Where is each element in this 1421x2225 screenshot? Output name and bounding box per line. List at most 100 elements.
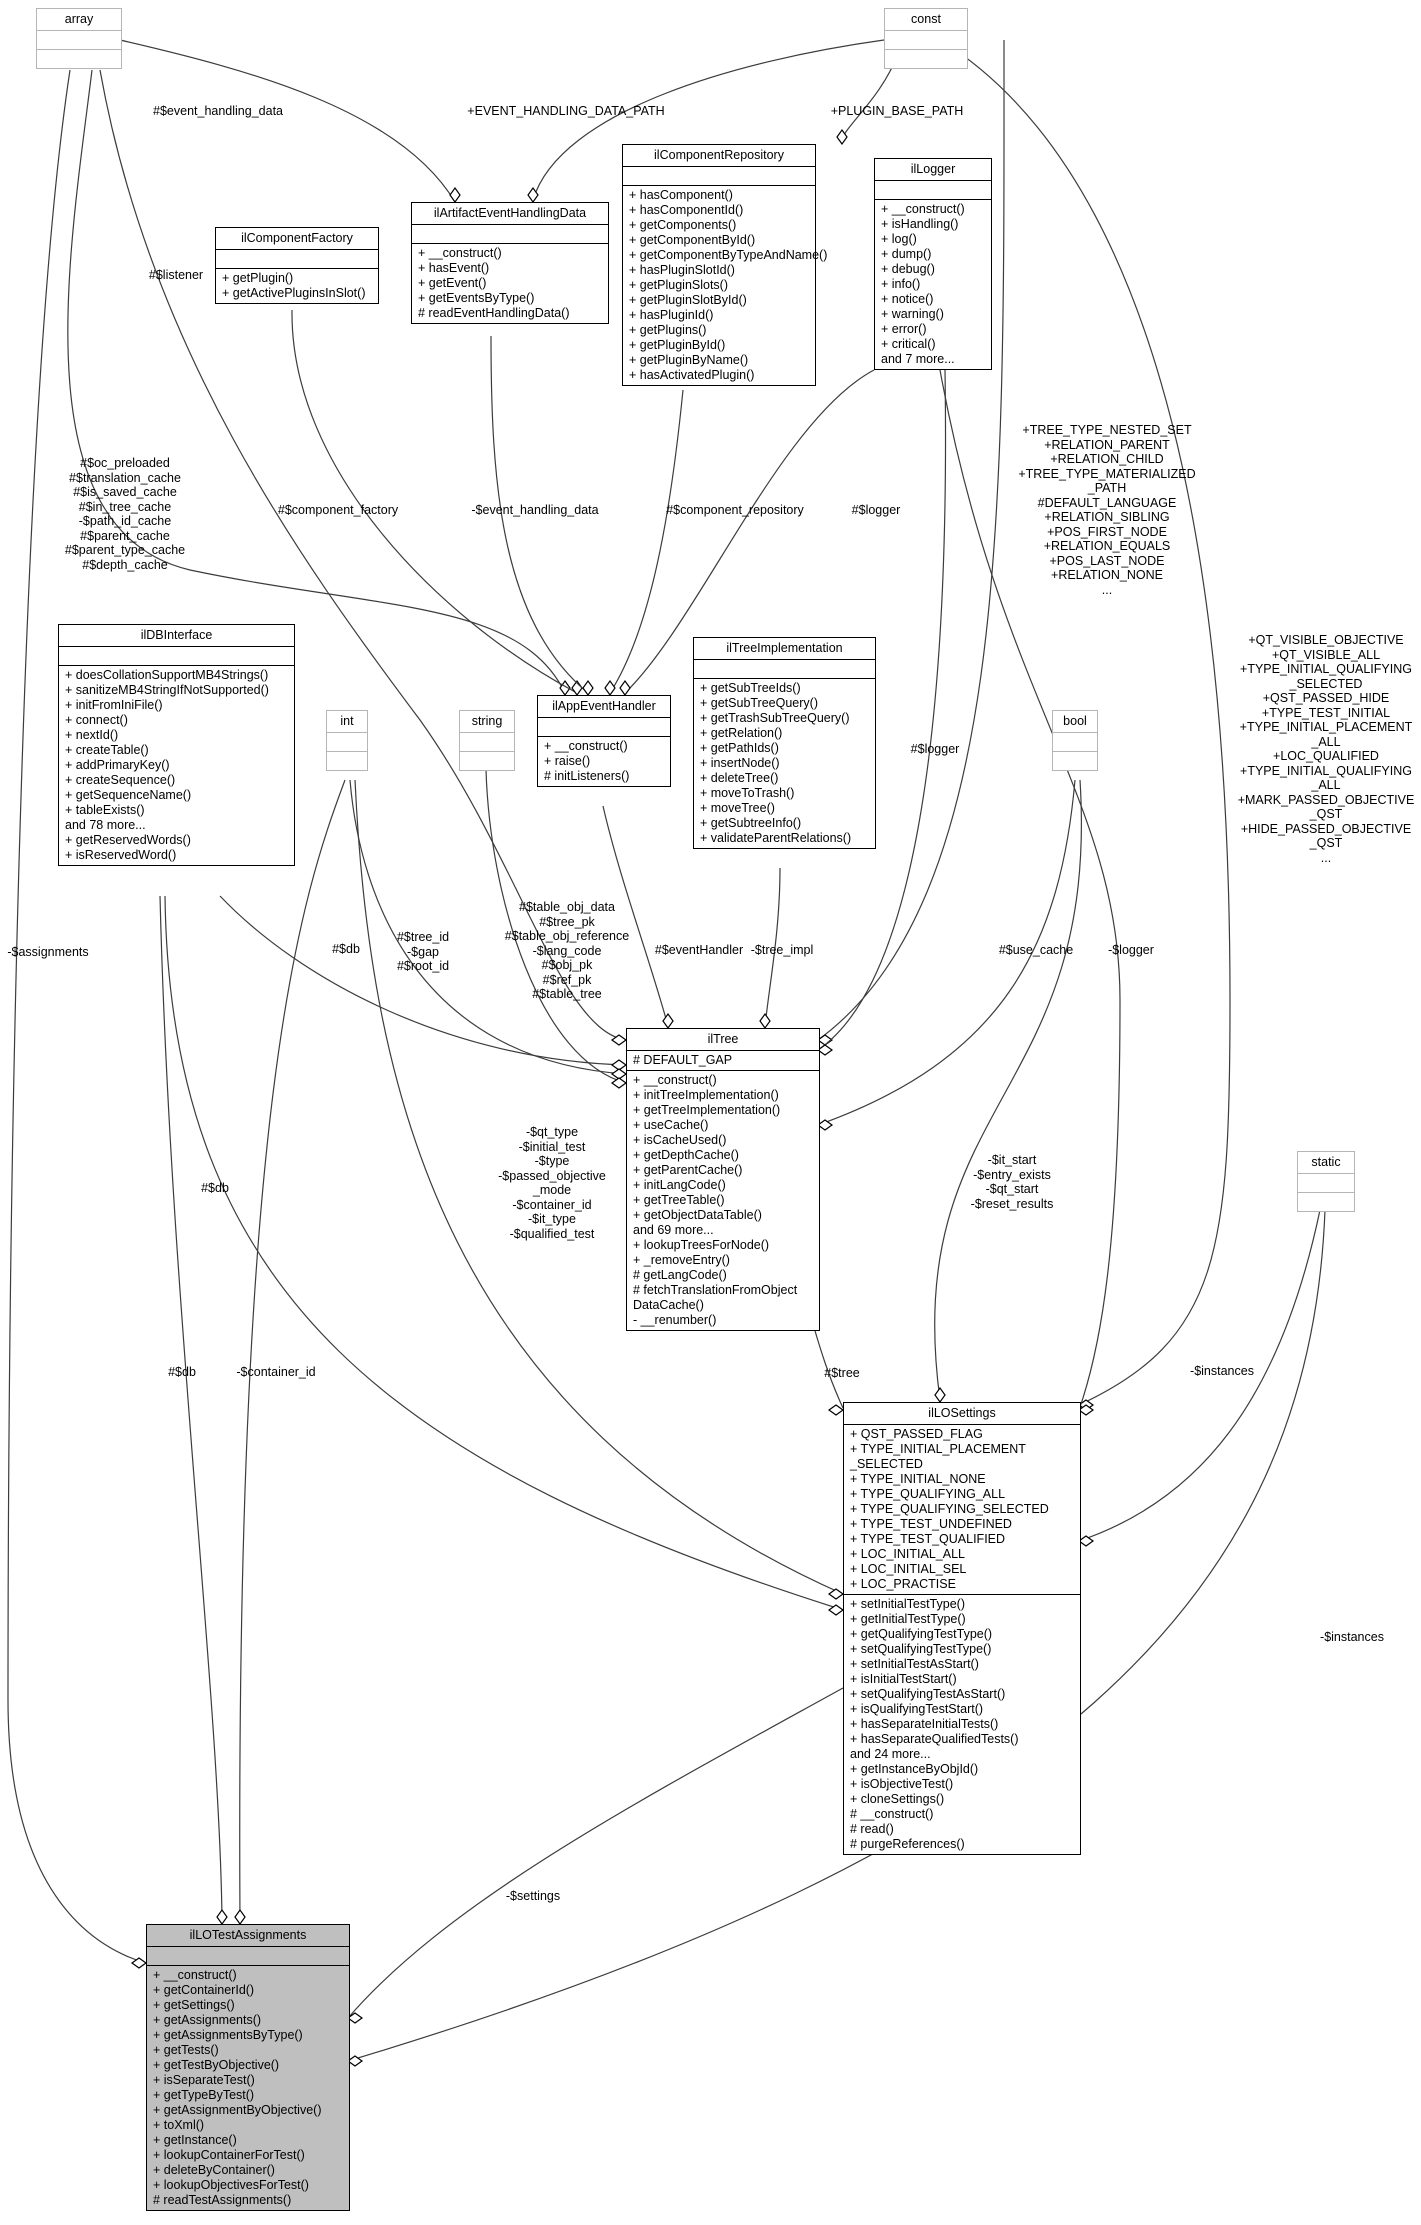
edge-label-line: -$entry_exists: [973, 1167, 1051, 1182]
class-name: ilLOTestAssignments: [189, 1928, 307, 1942]
method-section: + hasComponent()+ hasComponentId()+ getC…: [623, 185, 827, 385]
edge-label-line: #$component_repository: [666, 503, 804, 517]
edge-diamond: [816, 1044, 834, 1056]
method: + sanitizeMB4StringIfNotSupported(): [65, 683, 269, 697]
edge-label-line: #$tree_pk: [539, 914, 595, 929]
attribute-section: [37, 30, 121, 49]
class-name: ilAppEventHandler: [552, 699, 656, 713]
edge-logger-appevent: [624, 369, 875, 694]
edge-label-line: -$container_id: [512, 1197, 592, 1212]
edge-label-caches: #$oc_preloaded#$translation_cache#$is_sa…: [65, 456, 185, 572]
method: + doesCollationSupportMB4Strings(): [65, 668, 269, 682]
edge-label-line: +TREE_TYPE_MATERIALIZED: [1018, 466, 1196, 481]
edge-label-line: #$parent_type_cache: [64, 543, 186, 557]
method: + addPrimaryKey(): [65, 758, 170, 772]
method: + getSequenceName(): [65, 788, 192, 802]
method: + getObjectDataTable(): [633, 1208, 762, 1222]
edge-label-line: _mode: [532, 1183, 572, 1197]
edge-label-line: #DEFAULT_LANGUAGE: [1037, 495, 1177, 510]
class-illogger: ilLogger+ __construct()+ isHandling()+ l…: [874, 158, 992, 370]
method-section: + __construct()+ initTreeImplementation(…: [627, 1070, 819, 1330]
attribute: + TYPE_QUALIFYING_SELECTED: [850, 1502, 1049, 1516]
class-ilappeventhandler: ilAppEventHandler+ __construct()+ raise(…: [537, 695, 671, 787]
edge-label-line: -$assignments: [7, 945, 89, 959]
edge-label-listener: #$listener: [149, 268, 203, 283]
method: # fetchTranslationFromObject: [633, 1283, 798, 1297]
method: + getDepthCache(): [633, 1148, 739, 1162]
edge-db-assign: [159, 895, 223, 1923]
edge-label-line: _ALL: [1311, 734, 1341, 749]
method: # getLangCode(): [633, 1268, 727, 1282]
edge-label-line: ...: [1101, 582, 1113, 597]
method-section: [1298, 1192, 1354, 1211]
edge-diamond: [130, 1957, 148, 1969]
edge-label-component-repository: #$component_repository: [666, 503, 804, 518]
edge-diamond: [759, 1012, 771, 1030]
method: + getTrashSubTreeQuery(): [700, 711, 850, 725]
class-name: ilTreeImplementation: [726, 641, 843, 655]
method: + critical(): [881, 337, 936, 351]
method: + dump(): [881, 247, 932, 261]
method: + getPluginByName(): [629, 353, 749, 367]
method: # readTestAssignments(): [153, 2193, 292, 2207]
edge-label-line: -$initial_test: [518, 1139, 586, 1154]
method: + log(): [881, 232, 917, 246]
method: + setQualifyingTestType(): [850, 1642, 992, 1656]
method-section: [37, 49, 121, 68]
edge-label-tree-lo: #$tree: [824, 1366, 859, 1381]
edge-repo-appevent: [609, 389, 684, 694]
class-name: ilComponentFactory: [241, 231, 353, 245]
method: + moveTree(): [700, 801, 775, 815]
method: + isSeparateTest(): [153, 2073, 255, 2087]
edge-label-line: +RELATION_NONE: [1051, 568, 1163, 582]
method: + getPlugins(): [629, 323, 707, 337]
class-name: string: [471, 714, 503, 728]
method: + getEventsByType(): [418, 291, 535, 305]
method: + __construct(): [633, 1073, 717, 1087]
edge-label-event-handling-data-path: +EVENT_HANDLING_DATA_PATH: [467, 104, 664, 119]
edge-label-lo-constants: +QT_VISIBLE_OBJECTIVE+QT_VISIBLE_ALL+TYP…: [1238, 633, 1415, 865]
method: + validateParentRelations(): [700, 831, 852, 845]
method: + getPluginSlotById(): [629, 293, 747, 307]
attribute-section: [460, 732, 514, 751]
method: + getPlugin(): [222, 271, 294, 285]
method: + raise(): [544, 754, 591, 768]
edge-diamond: [604, 679, 616, 697]
attribute-section: [327, 732, 367, 751]
method: + getTreeTable(): [633, 1193, 725, 1207]
attribute-section: [216, 249, 378, 268]
edge-label-container-id: -$container_id: [236, 1365, 315, 1380]
edge-label-event-handler: #$eventHandler: [655, 943, 743, 958]
class-name: static: [1311, 1155, 1341, 1169]
method: + createTable(): [65, 743, 149, 757]
method: + warning(): [881, 307, 944, 321]
edge-label-line: +QT_VISIBLE_OBJECTIVE: [1248, 633, 1404, 647]
method: + setQualifyingTestAsStart(): [850, 1687, 1006, 1701]
method: # read(): [850, 1822, 894, 1836]
method: + __construct(): [881, 202, 965, 216]
method: + getComponentById(): [629, 233, 756, 247]
method: and 78 more...: [65, 818, 146, 832]
edge-label-logger-tree: #$logger: [911, 742, 960, 757]
method: + isQualifyingTestStart(): [850, 1702, 984, 1716]
attribute: # DEFAULT_GAP: [633, 1053, 733, 1067]
edge-diamond: [610, 1068, 628, 1080]
class-ilcomponentfactory: ilComponentFactory+ getPlugin()+ getActi…: [215, 227, 379, 304]
method: + getQualifyingTestType(): [850, 1627, 993, 1641]
method: + hasActivatedPlugin(): [629, 368, 755, 382]
edge-diamond: [610, 1034, 628, 1046]
method: + getInstanceByObjId(): [850, 1762, 979, 1776]
edge-label-event-handling-data: #$event_handling_data: [153, 104, 283, 119]
class-name: ilLogger: [910, 162, 956, 176]
method: + getPluginSlots(): [629, 278, 729, 292]
edge-diamond: [234, 1908, 246, 1926]
method: and 69 more...: [633, 1223, 714, 1237]
edge-label-line: #$db: [201, 1181, 229, 1195]
edge-label-line: #$table_obj_data: [519, 900, 615, 914]
edge-label-component-factory: #$component_factory: [278, 503, 398, 518]
edge-label-int-lo: -$qt_type-$initial_test-$type-$passed_ob…: [498, 1125, 606, 1241]
attribute: + TYPE_TEST_QUALIFIED: [850, 1532, 1006, 1546]
method: + setInitialTestAsStart(): [850, 1657, 979, 1671]
method: # __construct(): [850, 1807, 934, 1821]
edge-label-settings: -$settings: [506, 1889, 560, 1904]
